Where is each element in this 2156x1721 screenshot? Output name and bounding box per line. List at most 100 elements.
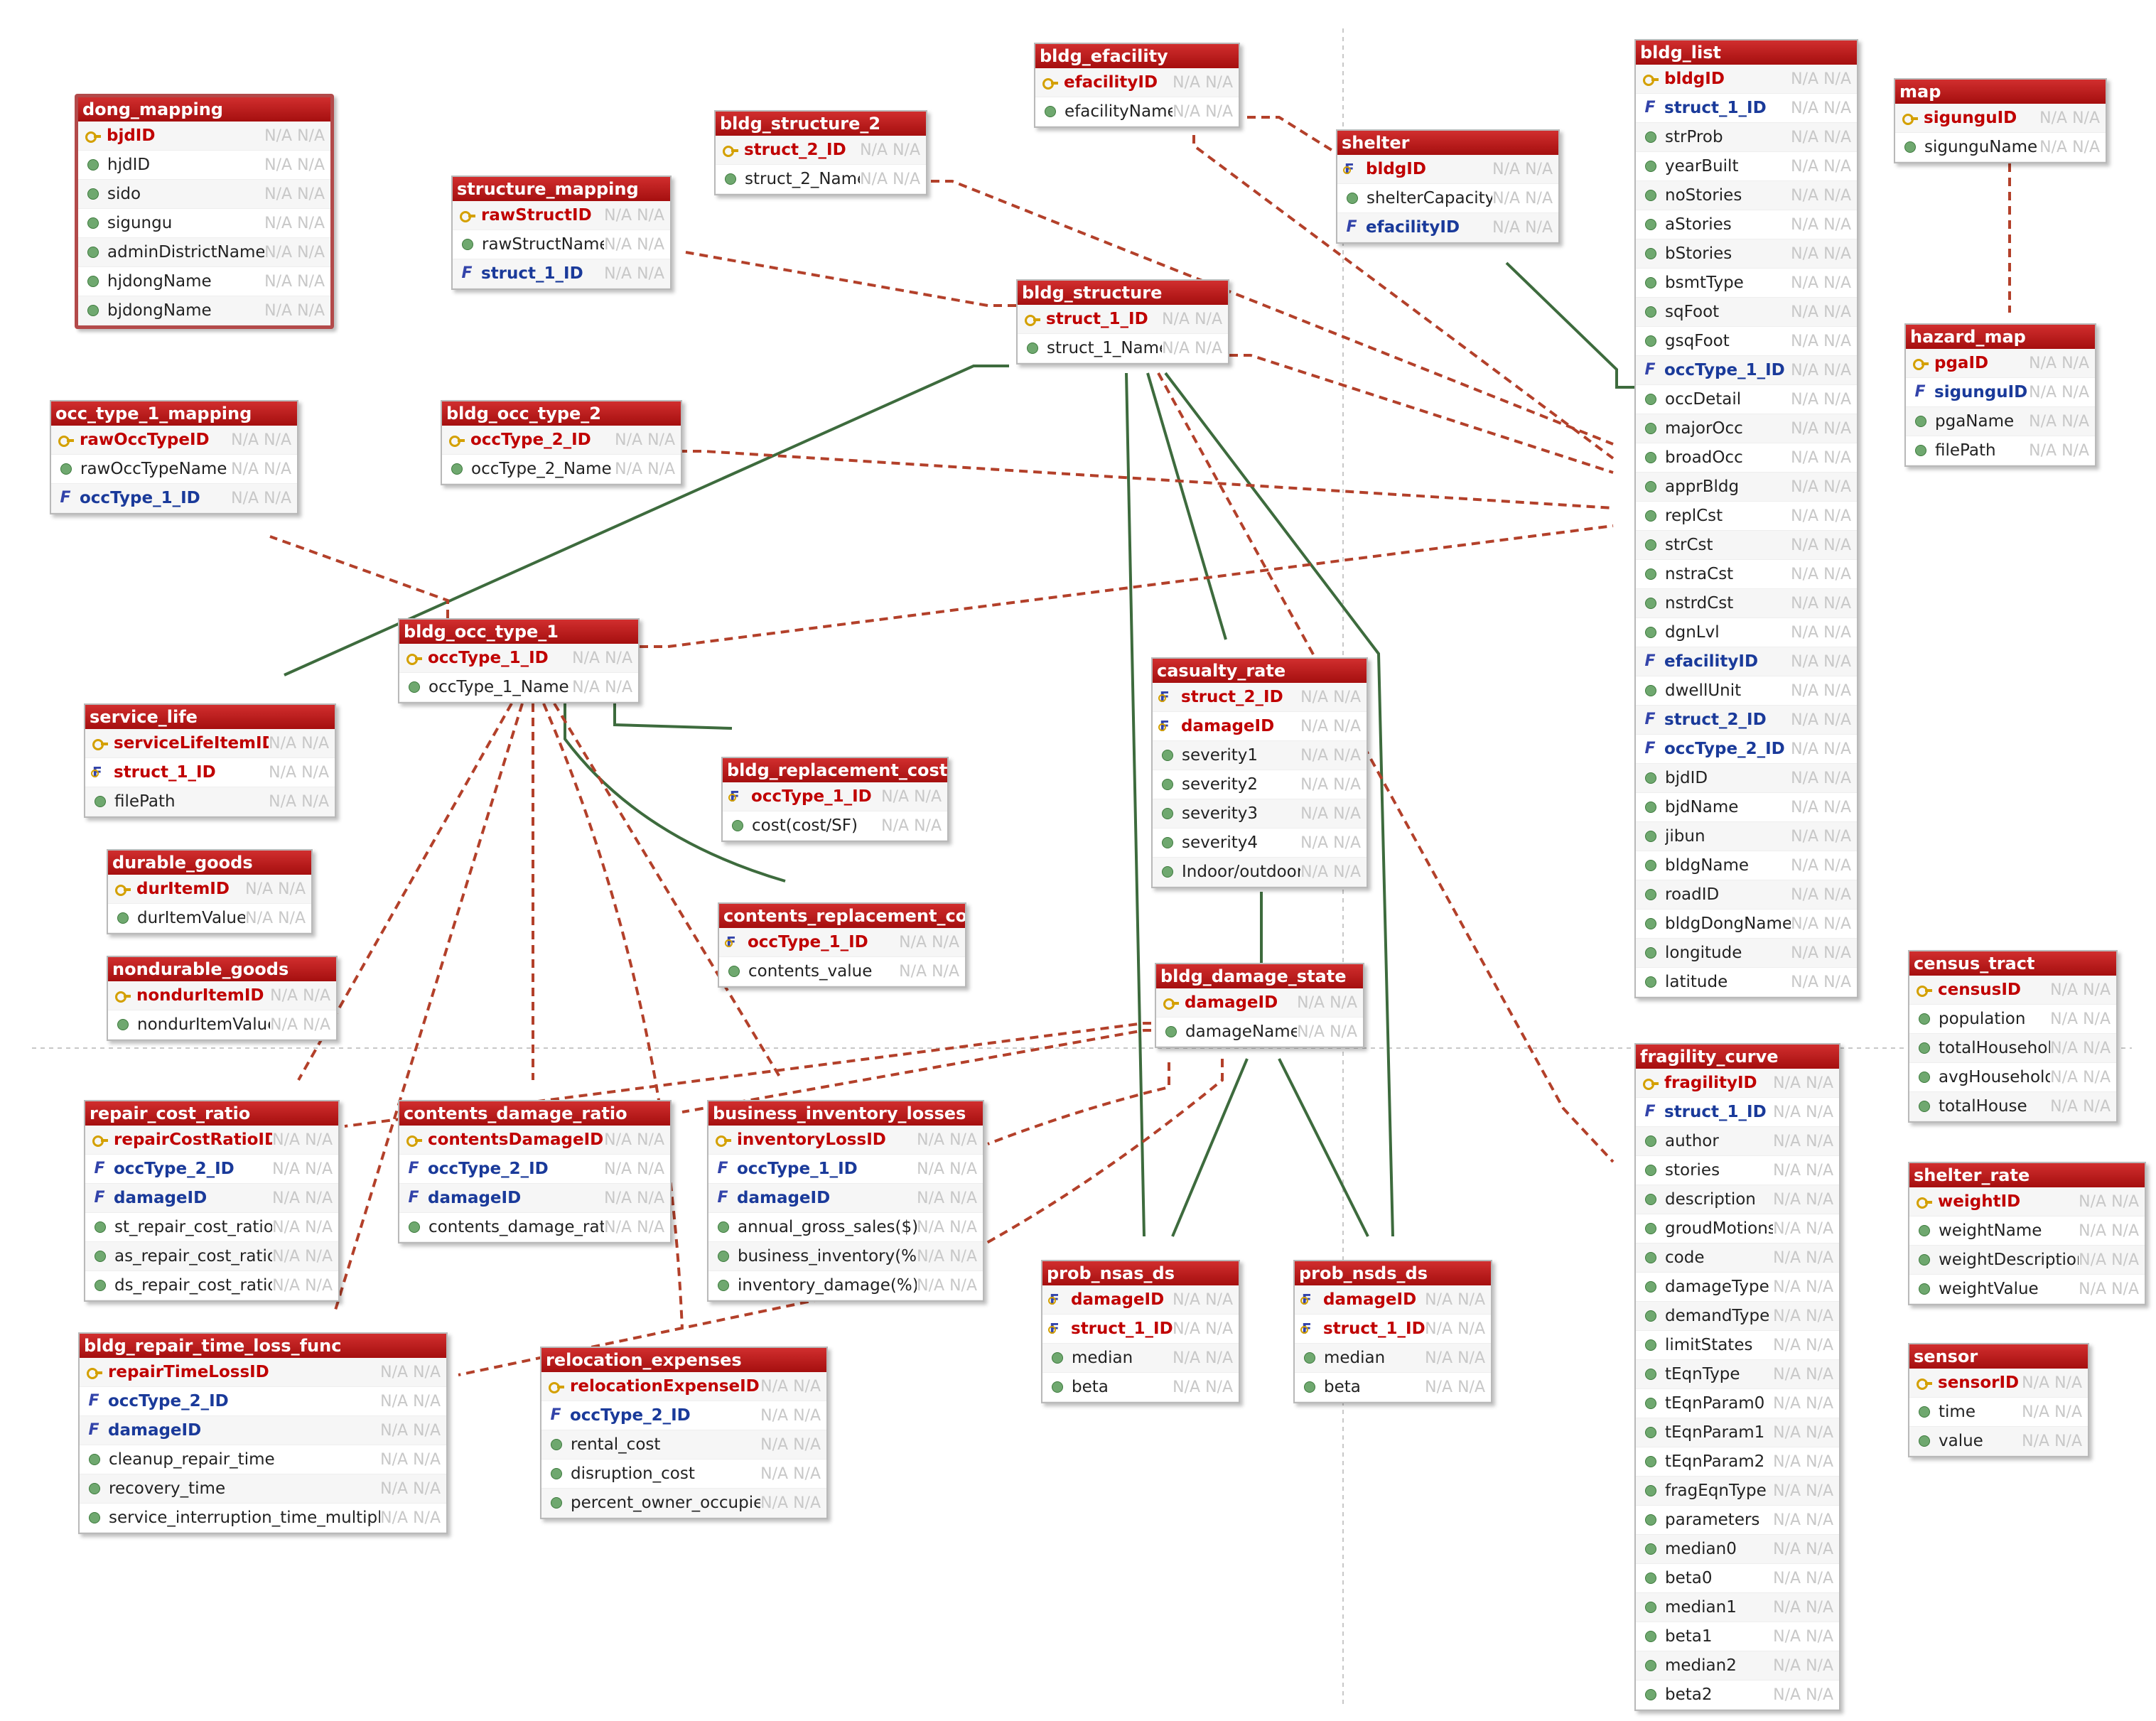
attribute-row[interactable]: business_inventory(%)N/A N/A bbox=[708, 1242, 983, 1271]
attribute-row[interactable]: cost(cost/SF)N/A N/A bbox=[723, 811, 947, 841]
attribute-row[interactable]: annual_gross_sales($)N/A N/A bbox=[708, 1213, 983, 1242]
